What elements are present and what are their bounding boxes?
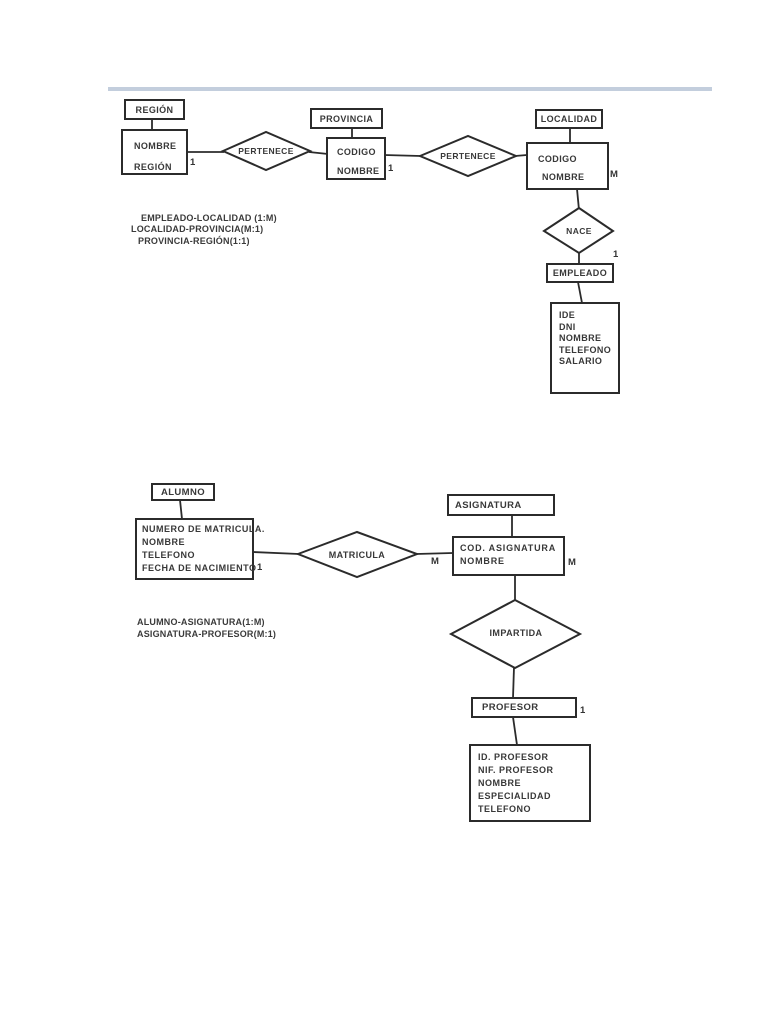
entity-region-label: REGIÓN [135, 104, 174, 115]
connector-profesor-attrs [512, 716, 518, 746]
attrs-provincia: CODIGO NOMBRE [326, 137, 386, 180]
attrs-region: NOMBRE REGIÓN [121, 129, 188, 175]
cardinality-profesor: 1 [580, 705, 586, 716]
attr-line: NOMBRE [559, 333, 602, 343]
attr-line: NOMBRE [134, 141, 177, 151]
entity-localidad: LOCALIDAD [535, 109, 603, 129]
attr-line: NOMBRE [478, 778, 521, 788]
attr-line: CODIGO [337, 147, 376, 157]
attrs-localidad: CODIGO NOMBRE [526, 142, 609, 190]
diamond-impartida [448, 598, 583, 670]
attrs-asignatura: COD. ASIGNATURA NOMBRE [452, 536, 565, 576]
cardinality-asignatura: M [568, 557, 576, 568]
entity-profesor: PROFESOR [471, 697, 577, 718]
connector-alumno-matricula [252, 551, 300, 555]
relationship-pertenece-1-label: PERTENECE [238, 146, 294, 156]
entity-provincia-label: PROVINCIA [319, 113, 374, 124]
connector-provincia-pertenece2 [383, 154, 422, 157]
attr-line: DNI [559, 321, 576, 332]
entity-alumno: ALUMNO [151, 483, 215, 501]
connector-localidad-nace [576, 188, 580, 211]
attr-line: NOMBRE [142, 537, 185, 547]
attr-line: NOMBRE [542, 172, 585, 182]
note-line: LOCALIDAD-PROVINCIA(M:1) [131, 224, 264, 234]
note-line: PROVINCIA-REGIÓN(1:1) [138, 236, 250, 246]
entity-empleado: EMPLEADO [546, 263, 614, 283]
attr-line: FECHA DE NACIMIENTO [142, 563, 257, 573]
attr-line: TELEFONO [478, 804, 531, 814]
attr-line: NIF. PROFESOR [478, 765, 554, 775]
attr-line: TELEFONO [142, 550, 195, 560]
note-line: ALUMNO-ASIGNATURA(1:M) [137, 617, 265, 627]
connector-alumno-entity [179, 499, 183, 520]
cardinality-alumno: 1 [257, 562, 263, 573]
attr-line: NUMERO DE MATRICULA. [142, 524, 265, 534]
cardinality-provincia: 1 [388, 163, 394, 174]
attr-line: ESPECIALIDAD [478, 791, 552, 801]
relationship-pertenece-2-label: PERTENECE [440, 151, 496, 161]
entity-region: REGIÓN [124, 99, 185, 120]
cardinality-empleado: 1 [613, 249, 619, 260]
attr-line: REGIÓN [134, 162, 172, 172]
note-line: ASIGNATURA-PROFESOR(M:1) [137, 629, 277, 639]
attr-line: NOMBRE [460, 556, 505, 566]
entity-profesor-label: PROFESOR [482, 702, 539, 713]
note-line: EMPLEADO-LOCALIDAD (1:M) [141, 213, 277, 223]
relationship-matricula-label: MATRICULA [328, 550, 386, 560]
relationship-impartida-label: IMPARTIDA [489, 628, 543, 638]
attr-line: SALARIO [559, 356, 603, 366]
attr-line: TELEFONO [559, 344, 612, 355]
cardinality-matricula-m: M [431, 556, 439, 567]
cardinality-region: 1 [190, 157, 196, 168]
page-divider-rule [108, 87, 712, 91]
connector-impartida-profesor [512, 666, 515, 699]
attr-line: CODIGO [538, 154, 577, 164]
entity-alumno-label: ALUMNO [160, 486, 206, 498]
entity-asignatura: ASIGNATURA [447, 494, 555, 516]
diamond-nace [542, 206, 615, 255]
entity-asignatura-label: ASIGNATURA [455, 499, 522, 511]
attr-line: IDE [559, 310, 576, 320]
attr-line: COD. ASIGNATURA [460, 543, 556, 553]
attr-line: NOMBRE [337, 166, 380, 176]
cardinality-localidad: M [610, 169, 618, 180]
diamond-pertenece-1 [220, 130, 313, 172]
attrs-empleado: IDE DNI NOMBRE TELEFONO SALARIO [550, 302, 620, 394]
attrs-alumno: NUMERO DE MATRICULA. NOMBRE TELEFONO FEC… [135, 518, 265, 580]
relationship-nace-label: NACE [566, 226, 592, 236]
entity-localidad-label: LOCALIDAD [540, 114, 598, 124]
entity-empleado-label: EMPLEADO [552, 268, 608, 278]
attr-line: ID. PROFESOR [478, 752, 549, 762]
connector-matricula-asignatura [415, 552, 454, 555]
attrs-profesor: ID. PROFESOR NIF. PROFESOR NOMBRE ESPECI… [469, 744, 591, 822]
connector-pertenece-provincia [308, 151, 329, 155]
connector-empleado-attrs [577, 281, 583, 304]
entity-provincia: PROVINCIA [310, 108, 383, 129]
diamond-matricula [295, 530, 420, 579]
diamond-pertenece-2 [417, 134, 519, 178]
